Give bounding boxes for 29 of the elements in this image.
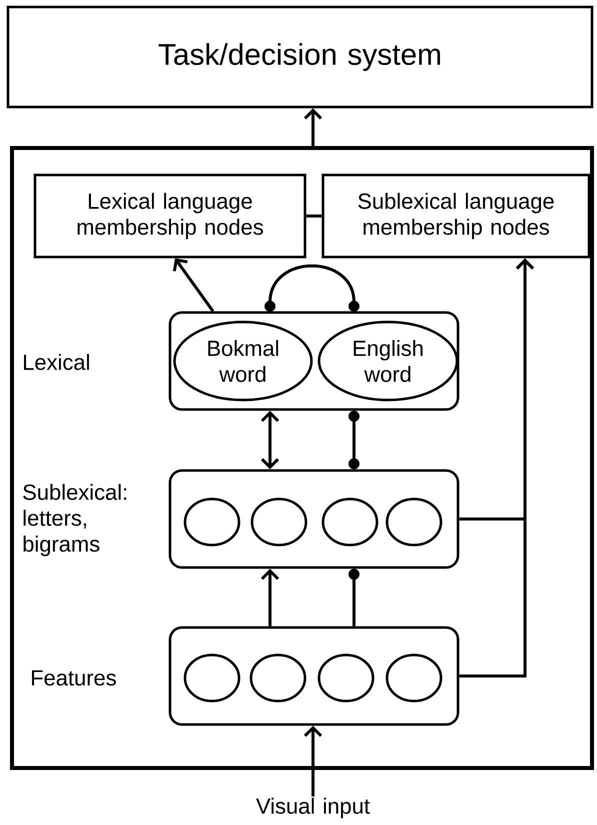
unit-circle — [184, 654, 240, 702]
unit-circle — [322, 498, 378, 546]
arrow — [459, 258, 534, 678]
layer-box — [168, 311, 460, 411]
unit-circle — [250, 654, 306, 702]
arrow — [304, 108, 322, 146]
layer-label: Sublexical: letters, bigrams — [23, 484, 126, 556]
arrow — [260, 568, 280, 626]
connector — [348, 410, 360, 470]
arrow — [172, 258, 214, 312]
arrow — [304, 726, 322, 797]
unit-circle — [386, 498, 442, 546]
arrow — [260, 410, 280, 470]
membership-box: Lexical language membership nodes — [34, 174, 306, 258]
connector — [264, 264, 360, 312]
unit-circle — [386, 654, 442, 702]
unit-circle — [184, 498, 240, 546]
layer-label: Lexical — [24, 354, 89, 370]
layer-box — [168, 469, 460, 569]
model-frame — [10, 146, 594, 770]
layer-label: Features — [32, 670, 116, 686]
unit-circle — [250, 498, 308, 546]
input-label: Visual input — [256, 798, 370, 818]
system-box: Task/decision system — [6, 6, 594, 108]
unit-circle — [318, 654, 374, 702]
membership-box: Sublexical language membership nodes — [322, 174, 590, 258]
connector — [348, 568, 360, 626]
layer-box — [168, 626, 460, 726]
connector — [306, 214, 322, 218]
